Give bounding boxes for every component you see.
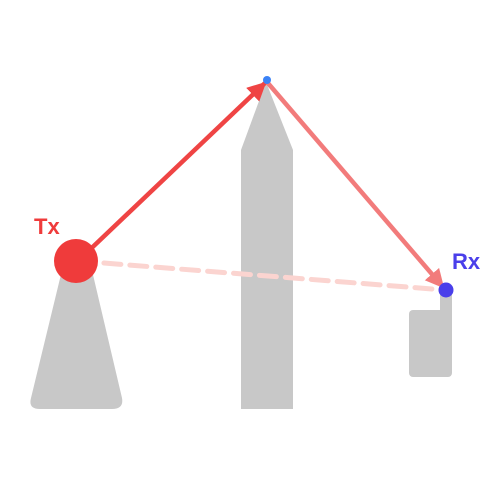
- receiver-mast: [440, 290, 452, 320]
- direct-path-line: [75, 258, 448, 293]
- reflected-ray-arrow: [265, 80, 445, 289]
- receiver-building: [409, 310, 452, 377]
- receiver-label: Rx: [452, 249, 481, 274]
- obstacle-tower: [241, 82, 293, 409]
- receiver-node-icon: [438, 282, 454, 298]
- reflection-point-icon: [263, 76, 271, 84]
- transmitter-label: Tx: [34, 214, 60, 239]
- transmitter-hill: [30, 262, 123, 409]
- transmitter-node-icon: [54, 239, 98, 283]
- incident-ray-arrow: [76, 81, 267, 263]
